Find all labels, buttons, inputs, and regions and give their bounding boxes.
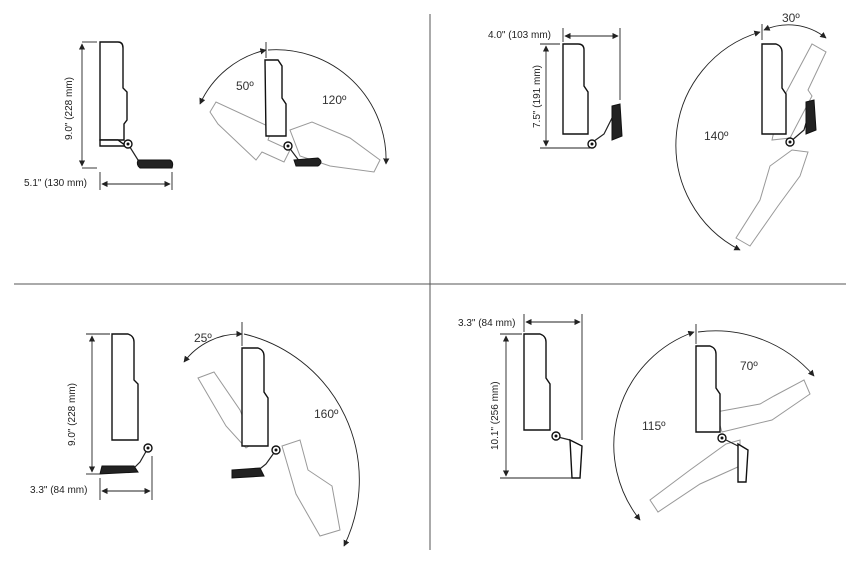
width-label-3: 3.3" (84 mm) [30, 485, 87, 496]
angle-a-2: 30º [782, 11, 800, 25]
side-profile-1: 9.0" (228 mm) 5.1" (130 mm) [24, 41, 174, 190]
rotation-view-4: 70º 115º [613, 324, 815, 521]
side-profile-3: 9.0" (228 mm) 3.3" (84 mm) [30, 333, 153, 500]
angle-b-1: 120º [322, 93, 347, 107]
rotation-view-2: 30º 140º [675, 11, 827, 251]
panel-bottom-right: 3.3" (84 mm) 10.1" (256 mm) 70º 115º [458, 314, 815, 521]
side-profile-2: 4.0" (103 mm) 7.5" (191 mm) [488, 28, 623, 149]
angle-b-2: 140º [704, 129, 729, 143]
angle-a-4: 70º [740, 359, 758, 373]
width-label-2: 4.0" (103 mm) [488, 30, 551, 41]
height-label-2: 7.5" (191 mm) [532, 65, 543, 128]
width-label-1: 5.1" (130 mm) [24, 178, 87, 189]
panel-bottom-left: 9.0" (228 mm) 3.3" (84 mm) 25º 160º [30, 322, 360, 547]
angle-a-3: 25º [194, 331, 212, 345]
panel-top-right: 4.0" (103 mm) 7.5" (191 mm) 30º 140º [488, 11, 827, 251]
height-label-3: 9.0" (228 mm) [67, 383, 78, 446]
width-label-4: 3.3" (84 mm) [458, 318, 515, 329]
rotation-view-1: 50º 120º [199, 42, 390, 173]
angle-b-3: 160º [314, 407, 339, 421]
rotation-view-3: 25º 160º [183, 322, 360, 547]
angle-b-4: 115º [642, 419, 666, 433]
side-profile-4: 3.3" (84 mm) 10.1" (256 mm) [458, 314, 583, 479]
height-label-1: 9.0" (228 mm) [64, 77, 75, 140]
angle-a-1: 50º [236, 79, 254, 93]
height-label-4: 10.1" (256 mm) [490, 381, 501, 450]
panel-top-left: 9.0" (228 mm) 5.1" (130 mm) 50º 120º [24, 41, 390, 190]
